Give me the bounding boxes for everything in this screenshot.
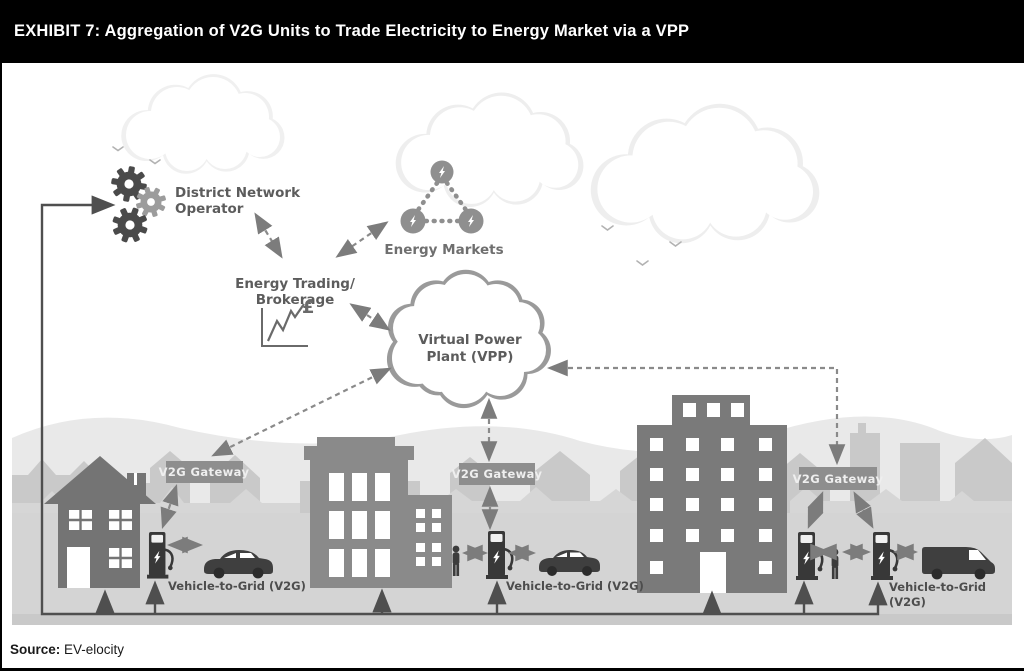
energy-markets-icon [400, 160, 484, 234]
vpp-label-line1: Virtual Power [418, 332, 522, 348]
dashed-connectors [160, 212, 919, 562]
dno-label-line1: District Network [175, 185, 301, 201]
connector-gateway3-charger3 [807, 491, 824, 529]
diagram-labels: District Network Operator Energy Trading… [168, 185, 986, 609]
v2g-gateway-box-2: V2G Gateway [452, 463, 543, 485]
apartment-windows [329, 473, 390, 577]
v2g-gateway-label-1: V2G Gateway [159, 465, 250, 479]
office-building [637, 395, 787, 593]
house-door [67, 547, 90, 588]
v2g-gateway-label-3: V2G Gateway [793, 472, 884, 486]
dno-label-line2: Operator [175, 201, 244, 217]
van [922, 547, 995, 580]
exhibit-header: EXHIBIT 7: Aggregation of V2G Units to T… [0, 0, 1024, 63]
chart-line-icon [261, 303, 308, 347]
v2g-gateway-label-2: V2G Gateway [452, 467, 543, 481]
energy-trading-label-line2: Brokerage [256, 292, 335, 308]
connector-gateway1-vpp [211, 367, 392, 457]
grid-connection-lines [40, 195, 888, 616]
ground-strip [12, 614, 1012, 625]
energy-trading-label-line1: Energy Trading/ [235, 276, 355, 292]
connector-markets-trading [335, 221, 389, 258]
v2g-label-middle: Vehicle-to-Grid (V2G) [506, 579, 644, 593]
source-value: EV-elocity [64, 642, 125, 657]
v2g-label-right-line2: (V2G) [889, 595, 926, 609]
gears-icon [107, 163, 172, 248]
source-note: Source: EV-elocity [10, 642, 124, 657]
energy-markets-label: Energy Markets [384, 242, 503, 258]
v2g-label-left: Vehicle-to-Grid (V2G) [168, 579, 306, 593]
source-label: Source: [10, 642, 61, 657]
v2g-gateway-box-1: V2G Gateway [159, 461, 250, 483]
v2g-gateway-box-3: V2G Gateway [793, 467, 884, 490]
diagram-canvas: V2G Gateway V2G Gateway V2G Gateway [12, 74, 1012, 625]
v2g-label-right-line1: Vehicle-to-Grid [889, 580, 986, 594]
v2g-vpp-diagram: V2G Gateway V2G Gateway V2G Gateway [0, 63, 1024, 625]
page-bottom-border [0, 668, 1024, 671]
connector-gateway1-charger1 [160, 484, 179, 529]
pound-symbol: £ [302, 297, 315, 318]
vpp-label-line2: Plant (VPP) [427, 349, 514, 365]
connector-gateway3-charger4 [853, 491, 874, 529]
page-left-border [0, 0, 2, 671]
exhibit-title: EXHIBIT 7: Aggregation of V2G Units to T… [14, 22, 690, 40]
connector-dno-trading [254, 212, 283, 259]
office-door [700, 552, 726, 593]
connector-trading-vpp [349, 303, 391, 331]
